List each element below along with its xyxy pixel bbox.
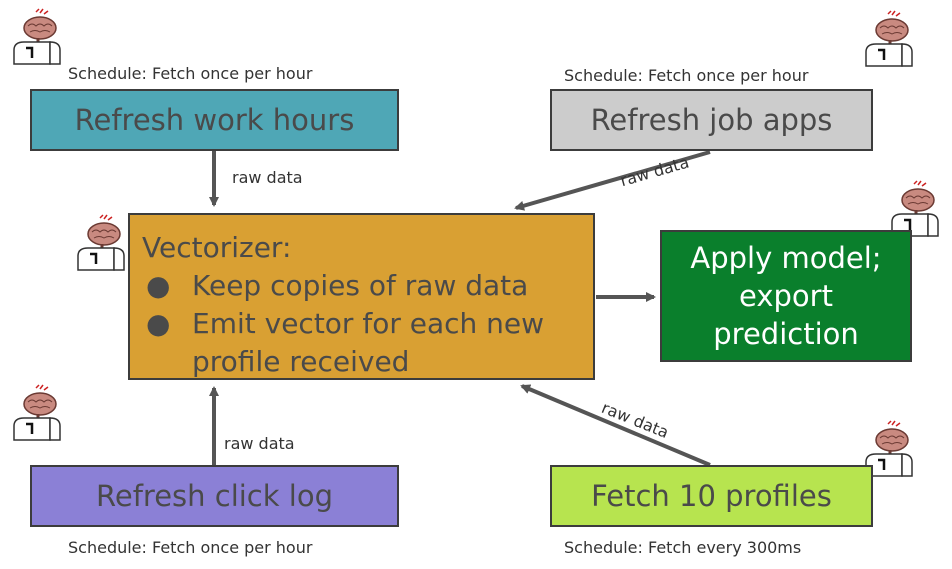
refresh-click-log-label: Refresh click log	[96, 479, 333, 513]
fetch-profiles-box: Fetch 10 profiles	[550, 465, 873, 527]
edge-label-work-hours: raw data	[232, 168, 303, 187]
vectorizer-item-text: Keep copies of raw data	[192, 269, 529, 302]
bullet-icon: ●	[146, 307, 171, 340]
schedule-job-apps: Schedule: Fetch once per hour	[564, 66, 809, 85]
fetch-profiles-label: Fetch 10 profiles	[591, 479, 832, 513]
brain-mailbox-icon	[865, 420, 913, 477]
refresh-work-hours-label: Refresh work hours	[74, 103, 355, 137]
vectorizer-item: ● Keep copies of raw data	[142, 267, 552, 305]
brain-mailbox-icon	[77, 214, 125, 271]
apply-model-box: Apply model; export prediction	[660, 230, 912, 362]
schedule-click-log: Schedule: Fetch once per hour	[68, 538, 313, 557]
schedule-fetch-profiles: Schedule: Fetch every 300ms	[564, 538, 802, 557]
arrow-job-apps-to-vectorizer	[514, 150, 711, 211]
brain-mailbox-icon	[891, 180, 939, 237]
vectorizer-title: Vectorizer:	[142, 231, 292, 264]
refresh-work-hours-box: Refresh work hours	[30, 89, 399, 151]
vectorizer-item-text: Emit vector for each new profile receive…	[192, 307, 545, 378]
brain-mailbox-icon	[13, 8, 61, 65]
arrow-profiles-to-vectorizer	[520, 384, 711, 467]
apply-model-label: Apply model; export prediction	[690, 241, 882, 351]
vectorizer-box: Vectorizer: ● Keep copies of raw data ● …	[128, 213, 595, 380]
brain-mailbox-icon	[13, 384, 61, 441]
schedule-work-hours: Schedule: Fetch once per hour	[68, 64, 313, 83]
refresh-job-apps-box: Refresh job apps	[550, 89, 873, 151]
edge-label-click-log: raw data	[224, 434, 295, 453]
refresh-click-log-box: Refresh click log	[30, 465, 399, 527]
refresh-job-apps-label: Refresh job apps	[590, 103, 833, 137]
bullet-icon: ●	[146, 269, 171, 302]
brain-mailbox-icon	[865, 10, 913, 67]
vectorizer-item: ● Emit vector for each new profile recei…	[142, 305, 552, 381]
vectorizer-content: Vectorizer: ● Keep copies of raw data ● …	[142, 229, 552, 381]
